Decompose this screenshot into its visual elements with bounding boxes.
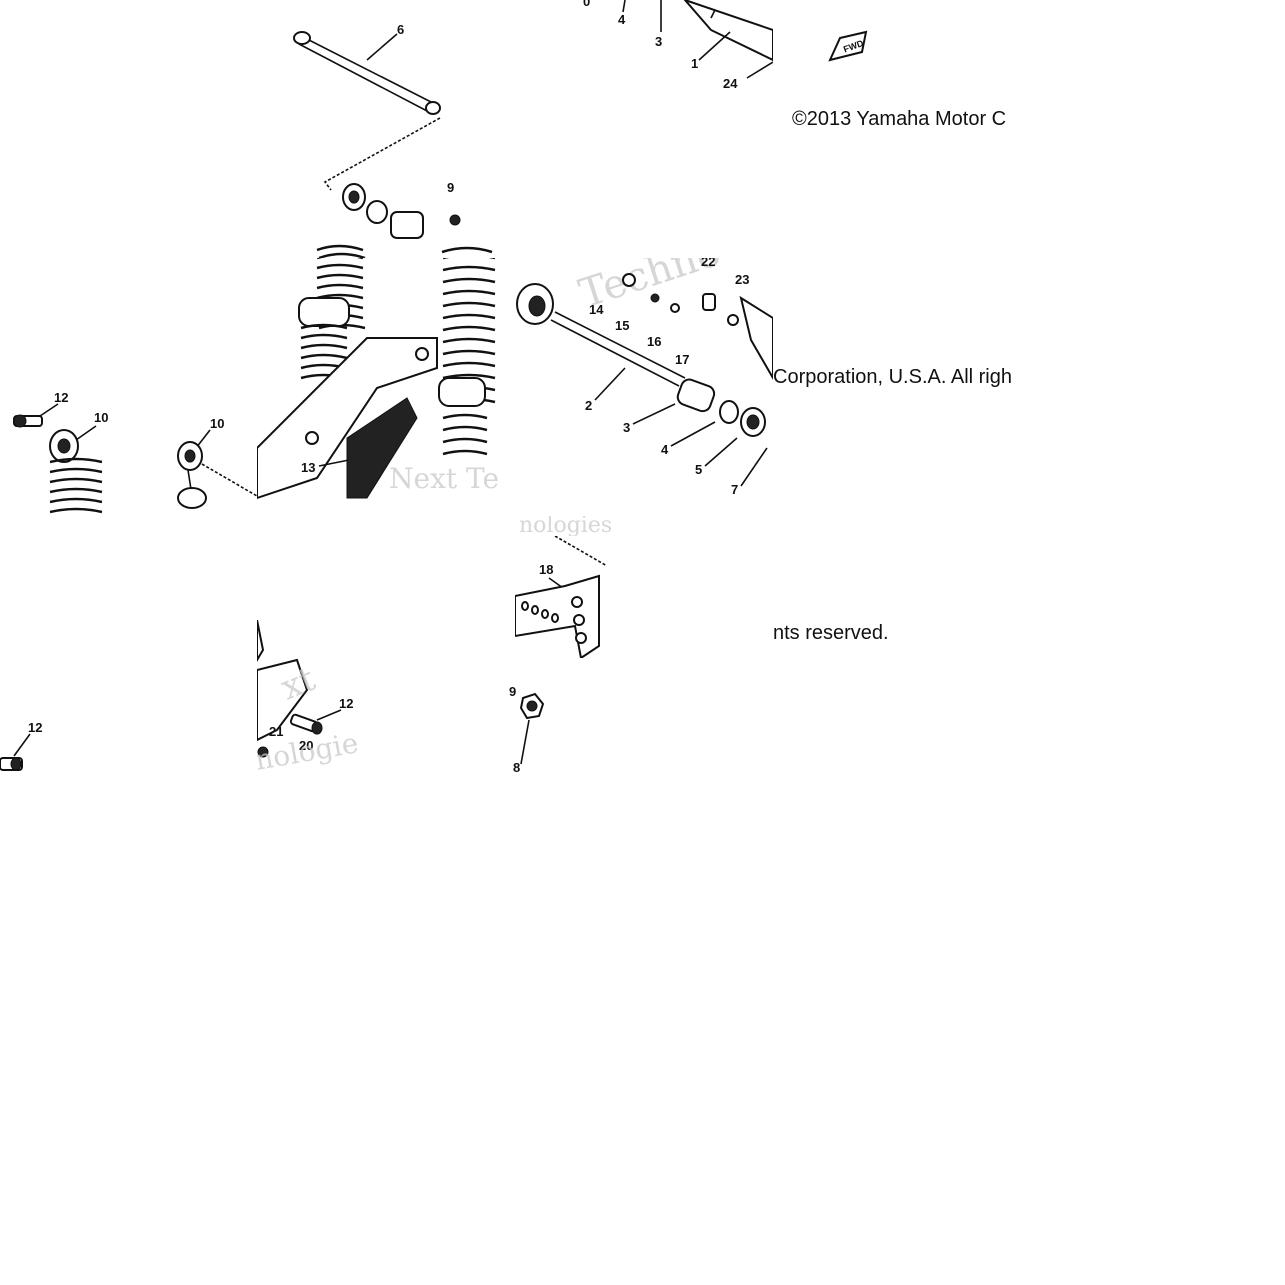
pivot-shaft <box>550 311 686 387</box>
copyright-line-3: nts reserved. <box>773 622 889 644</box>
callout-3-top: 3 <box>655 34 662 49</box>
diagram-tile-center-right: Techno 22 23 14 15 16 17 2 <box>515 258 773 516</box>
diagram-tile-center-strip: nologies <box>515 516 660 536</box>
watermark-nologies: nologies <box>519 516 612 536</box>
callout-12-bottom: 12 <box>339 696 353 711</box>
callout-22: 22 <box>701 258 715 269</box>
callout-12-left: 12 <box>54 390 68 405</box>
callout-21: 21 <box>269 724 283 739</box>
callout-8-bottom: 8 <box>513 760 520 772</box>
small-fasteners <box>622 273 773 380</box>
diagram-tile-top-right: 0 4 3 1 24 <box>515 0 773 258</box>
callout-18: 18 <box>539 562 553 577</box>
callout-4: 4 <box>661 442 669 457</box>
diagram-tile-left: 12 10 10 <box>0 386 257 516</box>
watermark-next: Next Te <box>389 462 499 495</box>
long-pin-rod <box>293 31 441 115</box>
callout-10-mid: 10 <box>210 416 224 431</box>
callout-16: 16 <box>647 334 661 349</box>
copyright-line-1: ©2013 Yamaha Motor C <box>792 108 1007 130</box>
bolt-bottom <box>289 713 323 735</box>
leader-line <box>366 33 398 61</box>
callout-2: 2 <box>585 398 592 413</box>
pivot-bushing <box>516 283 554 325</box>
diagram-tile-center-left: 13 Next Te <box>257 258 515 516</box>
fwd-arrow-icon: FWD <box>826 30 872 68</box>
chain-guide-bracket <box>515 574 600 658</box>
callout-4-top: 4 <box>618 12 626 27</box>
callout-23: 23 <box>735 272 749 287</box>
callout-24: 24 <box>723 76 738 91</box>
dashed-guide <box>323 117 441 191</box>
shock-absorber-left <box>298 258 366 380</box>
bushing-parts <box>342 183 461 239</box>
callout-17: 17 <box>675 352 689 367</box>
callout-13: 13 <box>301 460 315 475</box>
swing-arm-tube <box>683 0 773 62</box>
shock-eye-left <box>49 429 103 514</box>
callout-9: 9 <box>447 180 454 195</box>
shock-eye-mid <box>177 441 257 509</box>
callout-5: 5 <box>695 462 702 477</box>
diagram-tile-bracket: 18 <box>515 536 609 658</box>
nut <box>519 692 545 720</box>
diagram-tile-bottom-left: 12 <box>0 710 60 772</box>
callout-10-left: 10 <box>94 410 108 425</box>
callout-1: 1 <box>691 56 698 71</box>
bolt-corner <box>0 757 23 771</box>
callout-15: 15 <box>615 318 629 333</box>
diagram-tile-top-center: 6 9 11 <box>257 0 515 258</box>
callout-14: 14 <box>589 302 604 317</box>
callout-3: 3 <box>623 420 630 435</box>
callout-7: 7 <box>731 482 738 497</box>
callout-9-bottom: 9 <box>509 684 516 699</box>
callout-12-corner: 12 <box>28 720 42 735</box>
diagram-tile-bottom-nut: 9 8 <box>509 680 549 772</box>
shock-spring-top <box>316 244 493 258</box>
diagram-tile-bottom-center: xt 12 21 20 nologie <box>257 620 405 772</box>
shock-absorber-right <box>438 258 496 456</box>
bolt-left <box>13 414 43 428</box>
copyright-line-2: Corporation, U.S.A. All righ <box>773 366 1012 388</box>
frame-plate <box>257 337 438 500</box>
callout-0: 0 <box>583 0 590 9</box>
callout-6: 6 <box>397 22 404 37</box>
callout-20: 20 <box>299 738 313 753</box>
shaft-collars <box>676 378 766 437</box>
